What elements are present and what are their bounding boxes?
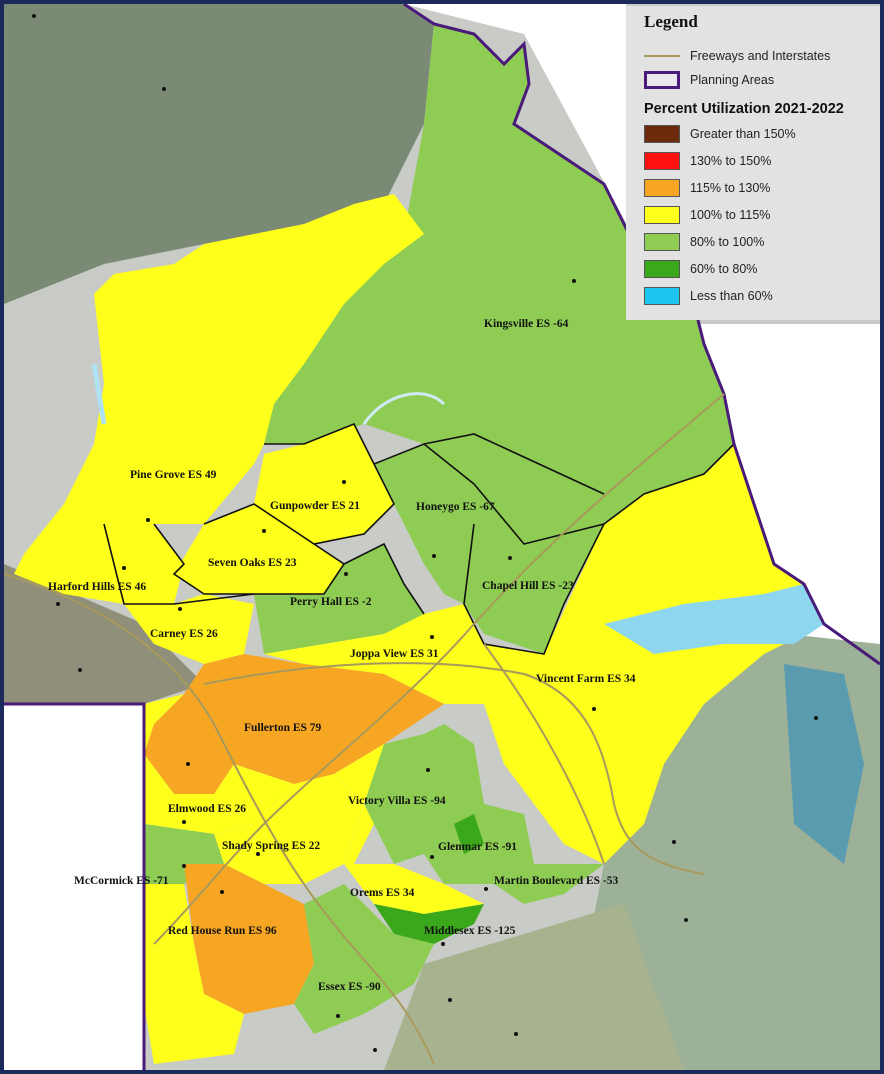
legend-item: 100% to 115% [644, 205, 770, 225]
legend-item-label: 80% to 100% [690, 235, 765, 249]
river-line [362, 392, 446, 425]
label-glenmar: Glenmar ES -91 [438, 841, 517, 853]
zone-carney[interactable] [124, 594, 254, 664]
freeway-line-icon [644, 55, 680, 57]
legend-item: 115% to 130% [644, 178, 770, 198]
legend-item-label: 100% to 115% [690, 208, 771, 222]
label-essex: Essex ES -90 [318, 981, 381, 993]
zone-shady-spring[interactable] [214, 774, 364, 884]
label-gunpowder: Gunpowder ES 21 [270, 500, 360, 512]
legend-item: 130% to 150% [644, 151, 771, 171]
legend-item-label: 115% to 130% [690, 181, 771, 195]
zone-middlesex[interactable] [374, 884, 494, 944]
planning-area-box-icon [644, 71, 680, 89]
legend-item: Less than 60% [644, 286, 773, 306]
zone-perry-hall[interactable] [254, 544, 424, 654]
label-honeygo: Honeygo ES -67 [416, 501, 495, 513]
label-perry-hall: Perry Hall ES -2 [290, 596, 372, 608]
label-middlesex: Middlesex ES -125 [424, 925, 516, 937]
zone-seven-oaks[interactable] [174, 504, 344, 594]
zone-glenmar-dark[interactable] [454, 814, 484, 854]
zone-victory-villa[interactable] [364, 724, 484, 864]
label-harford-hills: Harford Hills ES 46 [48, 581, 146, 593]
legend-item: 60% to 80% [644, 259, 757, 279]
swatch-130-150 [644, 152, 680, 170]
zone-red-house-run[interactable] [184, 864, 314, 1014]
swatch-100-115 [644, 206, 680, 224]
zone-martin-boulevard[interactable] [494, 864, 604, 904]
zone-chapel-hill[interactable] [464, 524, 604, 654]
vincent-farm-water [604, 584, 824, 654]
zone-pine-grove[interactable] [24, 194, 424, 554]
label-chapel-hill: Chapel Hill ES -23 [482, 580, 574, 592]
legend-planning-label: Planning Areas [690, 73, 775, 87]
legend-title: Legend [644, 12, 698, 31]
planning-boundaries [103, 422, 735, 655]
swatch-115-130 [644, 179, 680, 197]
zone-elmwood[interactable] [144, 754, 294, 834]
swatch-greater-150 [644, 125, 680, 143]
school-markers [32, 14, 818, 1052]
label-red-house-run: Red House Run ES 96 [168, 925, 277, 937]
south-terrain [384, 904, 684, 1070]
zone-yellow-mid[interactable] [144, 694, 184, 754]
legend-item-label: Greater than 150% [690, 127, 796, 141]
swatch-60-80 [644, 260, 680, 278]
label-mccormick: McCormick ES -71 [74, 875, 169, 887]
legend-item-label: Less than 60% [690, 289, 773, 303]
zone-orems[interactable] [344, 864, 484, 914]
zone-harford-hills[interactable] [14, 524, 184, 604]
label-kingsville: Kingsville ES -64 [484, 318, 569, 330]
west-blank-area [4, 704, 144, 1070]
label-pine-grove: Pine Grove ES 49 [130, 469, 217, 481]
label-joppa-view: Joppa View ES 31 [350, 648, 439, 660]
label-carney: Carney ES 26 [150, 628, 218, 640]
west-water-line [91, 363, 107, 425]
legend-item: Greater than 150% [644, 124, 796, 144]
legend-item: 80% to 100% [644, 232, 764, 252]
swatch-less-60 [644, 287, 680, 305]
legend-item-label: 60% to 80% [690, 262, 758, 276]
legend-freeways: Freeways and Interstates [644, 46, 830, 66]
label-victory-villa: Victory Villa ES -94 [348, 795, 446, 807]
legend-item-label: 130% to 150% [690, 154, 772, 168]
southeast-water [784, 664, 864, 864]
zone-joppa-view[interactable] [264, 604, 484, 704]
legend-planning-areas: Planning Areas [644, 70, 774, 90]
label-martin-boulevard: Martin Boulevard ES -53 [494, 875, 619, 887]
label-fullerton: Fullerton ES 79 [244, 722, 322, 734]
label-shady-spring: Shady Spring ES 22 [222, 840, 320, 852]
label-seven-oaks: Seven Oaks ES 23 [208, 557, 297, 569]
label-orems: Orems ES 34 [350, 887, 415, 899]
school-labels: Kingsville ES -64 Pine Grove ES 49 Gunpo… [48, 318, 636, 993]
zone-fullerton[interactable] [144, 654, 444, 794]
zone-gunpowder[interactable] [254, 424, 394, 544]
label-vincent-farm: Vincent Farm ES 34 [536, 673, 636, 685]
legend-subtitle: Percent Utilization 2021-2022 [644, 101, 844, 117]
zone-kingsville[interactable] [264, 24, 734, 544]
swatch-80-100 [644, 233, 680, 251]
label-elmwood: Elmwood ES 26 [168, 803, 246, 815]
southwest-boundary [4, 702, 146, 1070]
southwest-terrain [4, 564, 204, 704]
freeways [4, 393, 725, 1065]
legend-freeways-label: Freeways and Interstates [690, 49, 831, 63]
zone-victory-villa-yellow[interactable] [334, 744, 384, 864]
legend-panel: Legend Freeways and Interstates Planning… [626, 6, 880, 320]
